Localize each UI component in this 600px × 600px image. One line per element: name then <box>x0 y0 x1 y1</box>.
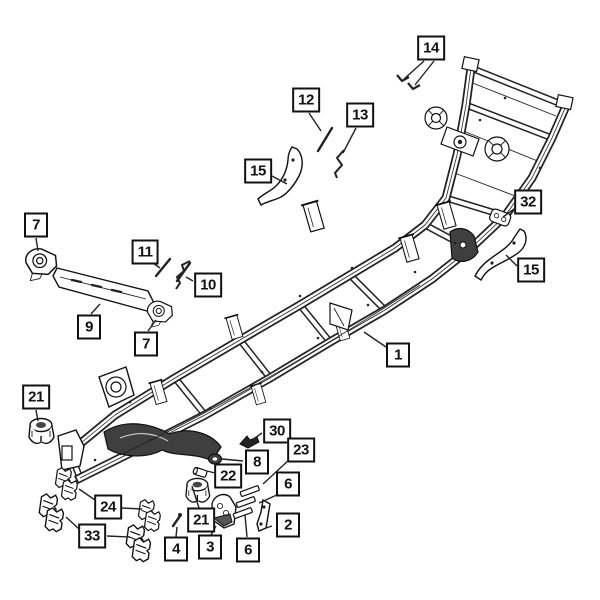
callout-3[interactable]: 3 <box>198 534 222 560</box>
callout-24[interactable]: 24 <box>94 494 122 520</box>
callout-15-right[interactable]: 15 <box>517 257 545 283</box>
callout-32[interactable]: 32 <box>514 189 542 215</box>
callout-21-lower[interactable]: 21 <box>187 507 215 533</box>
callout-21-left[interactable]: 21 <box>22 384 50 410</box>
callout-6-upper[interactable]: 6 <box>276 471 300 497</box>
callout-2[interactable]: 2 <box>276 512 300 538</box>
callout-1[interactable]: 1 <box>386 342 410 368</box>
leader-lines <box>35 60 518 538</box>
part-sketch-strap-2 <box>256 498 271 532</box>
part-sketch-plate-32 <box>489 208 512 227</box>
part-sketch-shims-6 <box>232 485 260 520</box>
callout-4[interactable]: 4 <box>164 536 188 562</box>
callout-30[interactable]: 30 <box>263 418 291 444</box>
part-sketch-reinforcement-15-left <box>257 146 303 206</box>
part-sketch-rod-13 <box>333 149 345 179</box>
part-sketch-reinforcement-15-right <box>474 228 527 282</box>
callout-23[interactable]: 23 <box>287 437 315 463</box>
callout-7-top[interactable]: 7 <box>24 212 48 238</box>
callout-9[interactable]: 9 <box>77 314 101 340</box>
callout-8[interactable]: 8 <box>245 449 269 475</box>
frame-illustration <box>57 55 574 485</box>
part-sketch-clips-14 <box>396 74 421 91</box>
callout-11[interactable]: 11 <box>131 239 159 265</box>
part-sketch-grommet-8 <box>207 453 223 465</box>
part-sketch-mount-7-lower <box>146 300 173 328</box>
part-sketch-rod-12 <box>316 126 334 153</box>
part-sketch-crossmember-9 <box>52 267 155 312</box>
part-sketch-bushing-22 <box>192 466 208 478</box>
part-sketch-bracket-10 <box>175 260 191 290</box>
part-sketch-mount-7-upper <box>25 248 58 282</box>
part-sketch-pins-11 <box>154 257 192 283</box>
callout-33[interactable]: 33 <box>78 523 106 549</box>
callout-15-upper[interactable]: 15 <box>244 158 272 184</box>
callout-14[interactable]: 14 <box>417 35 445 61</box>
part-sketch-bracket-3 <box>211 493 237 529</box>
callout-13[interactable]: 13 <box>346 102 374 128</box>
callout-7-mid[interactable]: 7 <box>134 331 158 357</box>
callout-10[interactable]: 10 <box>194 272 222 298</box>
callout-22[interactable]: 22 <box>214 463 242 489</box>
part-sketch-bolt-4 <box>171 513 182 528</box>
part-sketch-bracket-21-lower <box>185 477 211 503</box>
callout-6-lower[interactable]: 6 <box>236 537 260 563</box>
callout-12[interactable]: 12 <box>292 87 320 113</box>
part-sketch-bracket-21-upper <box>28 417 55 445</box>
